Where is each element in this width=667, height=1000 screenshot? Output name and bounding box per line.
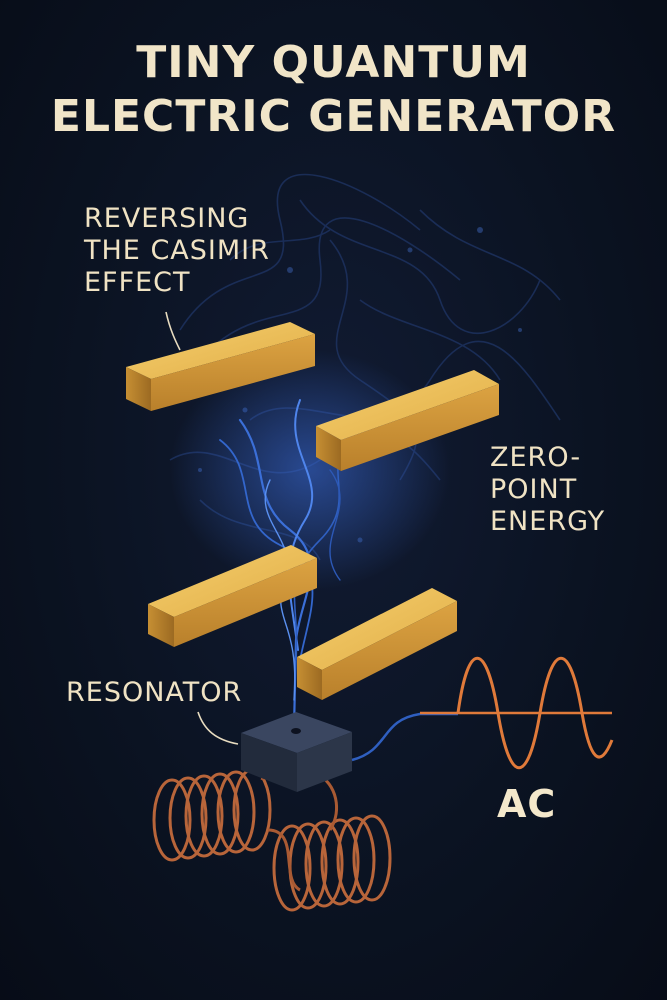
casimir-label-line-3: EFFECT — [84, 266, 191, 298]
zpe-label-line-2: POINT — [490, 473, 578, 505]
casimir-effect-label: REVERSING THE CASIMIR EFFECT — [84, 203, 270, 299]
copper-coil-right — [272, 814, 392, 912]
casimir-plate-1 — [126, 322, 315, 411]
casimir-label-line-1: REVERSING — [84, 203, 250, 234]
resonator-leader-line — [197, 711, 239, 745]
resonator-label: RESONATOR — [66, 677, 243, 708]
page-title: TINY QUANTUM ELECTRIC GENERATOR — [0, 36, 667, 144]
resonator-box — [241, 712, 352, 792]
casimir-label-line-2: THE CASIMIR — [84, 234, 270, 266]
zero-point-energy-label: ZERO- POINT ENERGY — [490, 442, 605, 538]
ac-output-label: AC — [497, 782, 557, 826]
title-line-1: TINY QUANTUM — [136, 37, 531, 88]
zpe-label-line-1: ZERO- — [490, 442, 582, 473]
copper-coil-left — [152, 768, 272, 862]
ac-sine-wave — [456, 657, 614, 769]
casimir-leader-line — [165, 311, 181, 351]
zpe-label-line-3: ENERGY — [490, 505, 606, 537]
casimir-plate-4 — [297, 588, 457, 700]
title-line-2: ELECTRIC GENERATOR — [50, 91, 617, 142]
casimir-plate-2 — [316, 370, 499, 471]
output-wire — [351, 712, 458, 762]
casimir-plate-3 — [148, 545, 317, 647]
